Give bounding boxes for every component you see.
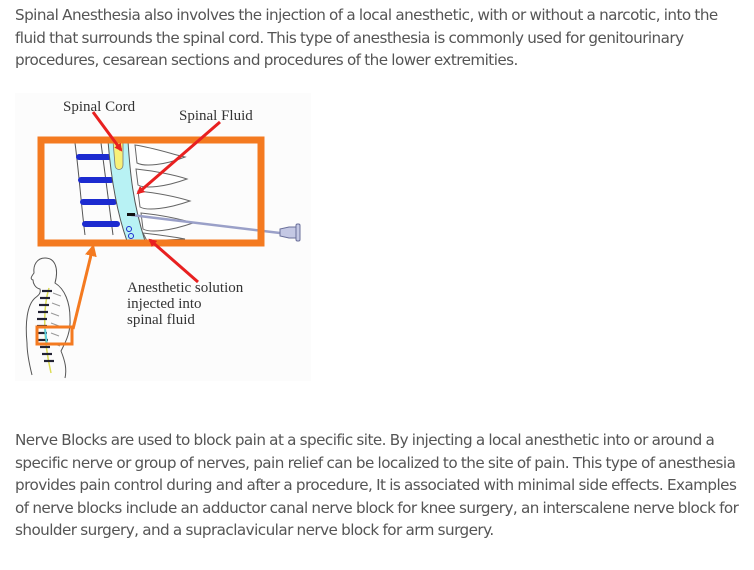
human-silhouette-icon bbox=[25, 257, 71, 379]
mini-highlight-box bbox=[35, 325, 74, 346]
spine-closeup bbox=[74, 140, 301, 242]
spinal-fluid-arrow bbox=[136, 120, 221, 195]
paragraph-nerve-blocks: Nerve Blocks are used to block pain at a… bbox=[15, 431, 739, 539]
mini-spine-icon bbox=[37, 287, 62, 374]
spinal-anesthesia-diagram: Spinal Cord Spinal Fluid Anesthetic solu… bbox=[15, 93, 311, 381]
zoom-arrow bbox=[71, 244, 97, 330]
label-spinal-fluid: Spinal Fluid bbox=[179, 108, 253, 124]
needle-icon bbox=[127, 213, 301, 242]
label-anesthetic-line3: spinal fluid bbox=[127, 312, 195, 328]
spinous-processes bbox=[134, 144, 195, 242]
label-spinal-cord: Spinal Cord bbox=[63, 99, 136, 115]
label-anesthetic-line2: injected into bbox=[127, 296, 202, 312]
label-anesthetic-line1: Anesthetic solution bbox=[127, 280, 244, 296]
anesthetic-arrow bbox=[148, 238, 199, 284]
intervertebral-discs bbox=[76, 154, 120, 227]
paragraph-spinal-anesthesia: Spinal Anesthesia also involves the inje… bbox=[15, 6, 718, 69]
spinal-cord-arrow bbox=[91, 111, 123, 152]
